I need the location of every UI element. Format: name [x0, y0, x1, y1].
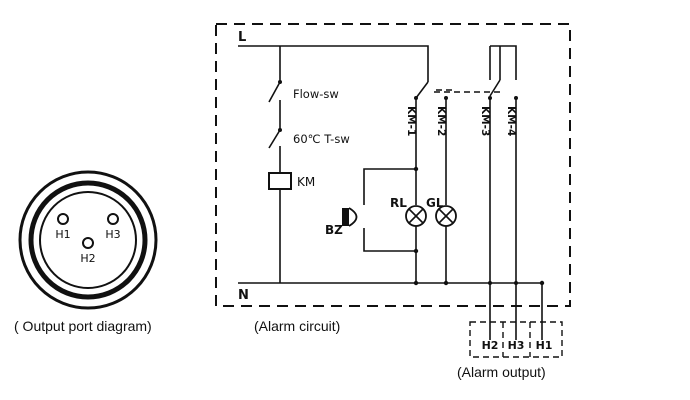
pin-h1-label: H1	[55, 228, 70, 241]
km-coil-label: KM	[297, 175, 315, 189]
alarm-circuit-caption: (Alarm circuit)	[254, 318, 340, 334]
alarm-output-caption: (Alarm output)	[457, 364, 546, 380]
red-lamp-label: RL	[390, 196, 407, 210]
km1-contact	[415, 81, 429, 99]
temp-switch-label: 60℃ T-sw	[293, 132, 350, 146]
line-label: L	[238, 30, 246, 45]
output-terminal-h3: H3	[508, 339, 525, 352]
buzzer-body	[342, 208, 349, 226]
km3-contact	[489, 79, 501, 97]
km3-km4-branch	[488, 45, 545, 340]
pin-h2-label: H2	[80, 252, 95, 265]
neutral-label: N	[238, 288, 249, 303]
line-rail	[238, 45, 429, 82]
left-branch	[268, 46, 292, 283]
connector-face	[39, 191, 137, 289]
km2-label: KM-2	[435, 106, 447, 136]
pin-h3	[107, 213, 119, 225]
connector-inner-ring	[28, 180, 148, 300]
alarm-circuit-enclosure	[215, 23, 571, 307]
green-lamp-label: GL	[426, 196, 444, 210]
alarm-output-box	[469, 321, 563, 358]
output-port-connector: H1 H3 H2	[18, 170, 158, 310]
km2-branch	[435, 89, 457, 286]
output-terminal-h2: H2	[482, 339, 499, 352]
output-terminal-h1: H1	[536, 339, 553, 352]
connector-outer-ring	[18, 170, 158, 310]
temp-switch-contact	[268, 129, 281, 149]
pin-h1	[57, 213, 69, 225]
km4-label: KM-4	[505, 106, 517, 136]
pin-h3-label: H3	[105, 228, 120, 241]
km1-label: KM-1	[405, 106, 417, 136]
pin-h2	[82, 237, 94, 249]
km1-branch	[342, 81, 429, 286]
flow-switch-contact	[268, 81, 281, 103]
buzzer-horn	[348, 207, 358, 227]
km-coil	[268, 172, 292, 190]
flow-switch-label: Flow-sw	[293, 87, 339, 101]
buzzer-label: BZ	[325, 223, 343, 237]
km3-label: KM-3	[479, 106, 491, 136]
output-port-caption: ( Output port diagram)	[14, 318, 152, 334]
